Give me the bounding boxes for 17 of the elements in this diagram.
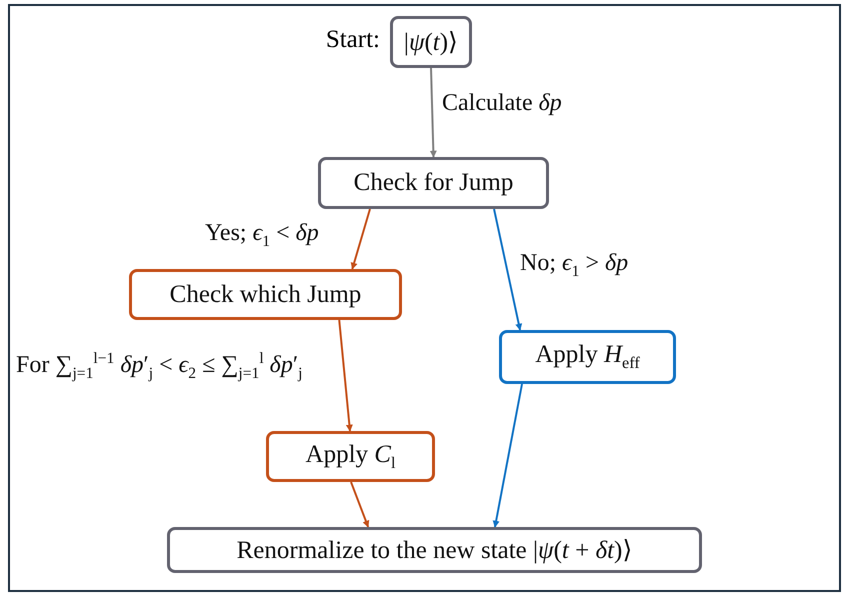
process-box: Check which Jump [129, 269, 402, 320]
arrow [492, 384, 523, 528]
arrow [350, 482, 370, 528]
process-box: Check for Jump [318, 157, 549, 209]
arrow [338, 320, 353, 432]
process-box: Apply H$_{eff}$ [499, 330, 676, 384]
process-box: Apply C$_{l}$ [266, 431, 435, 482]
start-label: Start: [324, 26, 380, 54]
process-box: Renormalize to the new state |ψ(t + δt)⟩ [167, 527, 702, 573]
edge-label: No; ϵ$_{1}$ > δp [520, 250, 628, 281]
process-box: |ψ(t)⟩ [390, 16, 472, 68]
arrow [350, 208, 371, 270]
arrow [493, 208, 522, 331]
edge-label: Yes; ϵ$_{1}$ < δp [205, 220, 319, 251]
edge-label: Calculate δp [442, 90, 562, 117]
edge-label: For ∑$_{j=1}$$^{l−1}$ δp′$_{j}$ < ϵ$_{2}$ ≤ ∑$_{j=1}$$^{l}$ δp′$_{j}$ [16, 350, 302, 383]
arrow [430, 68, 437, 158]
